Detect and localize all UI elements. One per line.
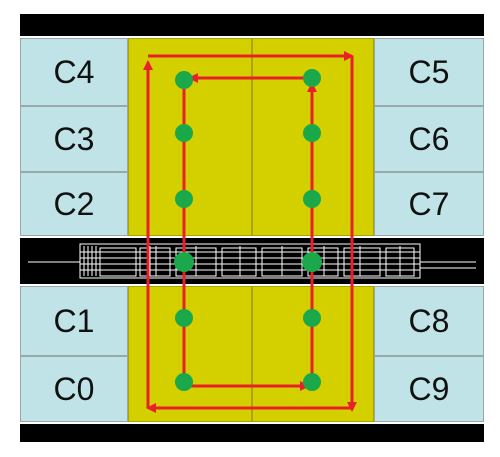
inner-loop-path [182, 73, 317, 391]
cell-c8: C8 [374, 286, 484, 356]
outer-loop-path [143, 51, 357, 413]
cell-c0: C0 [20, 356, 128, 422]
cell-c6: C6 [374, 106, 484, 172]
router-node [303, 69, 321, 87]
router-node [174, 252, 194, 272]
top-frame-bar [20, 14, 484, 36]
router-node [175, 373, 193, 391]
cell-c7: C7 [374, 172, 484, 236]
router-node [303, 124, 321, 142]
router-node [303, 190, 321, 208]
cell-c4: C4 [20, 38, 128, 106]
interconnect-wiring [28, 243, 476, 279]
router-node [303, 373, 321, 391]
router-node [302, 252, 322, 272]
cell-c2: C2 [20, 172, 128, 236]
router-node [175, 309, 193, 327]
router-node [175, 190, 193, 208]
router-nodes [174, 69, 322, 391]
cell-c9: C9 [374, 356, 484, 422]
cell-c1: C1 [20, 286, 128, 356]
cell-c5: C5 [374, 38, 484, 106]
router-node [175, 124, 193, 142]
cell-c3: C3 [20, 106, 128, 172]
bottom-frame-bar [20, 424, 484, 442]
router-node [303, 309, 321, 327]
router-node [175, 71, 193, 89]
